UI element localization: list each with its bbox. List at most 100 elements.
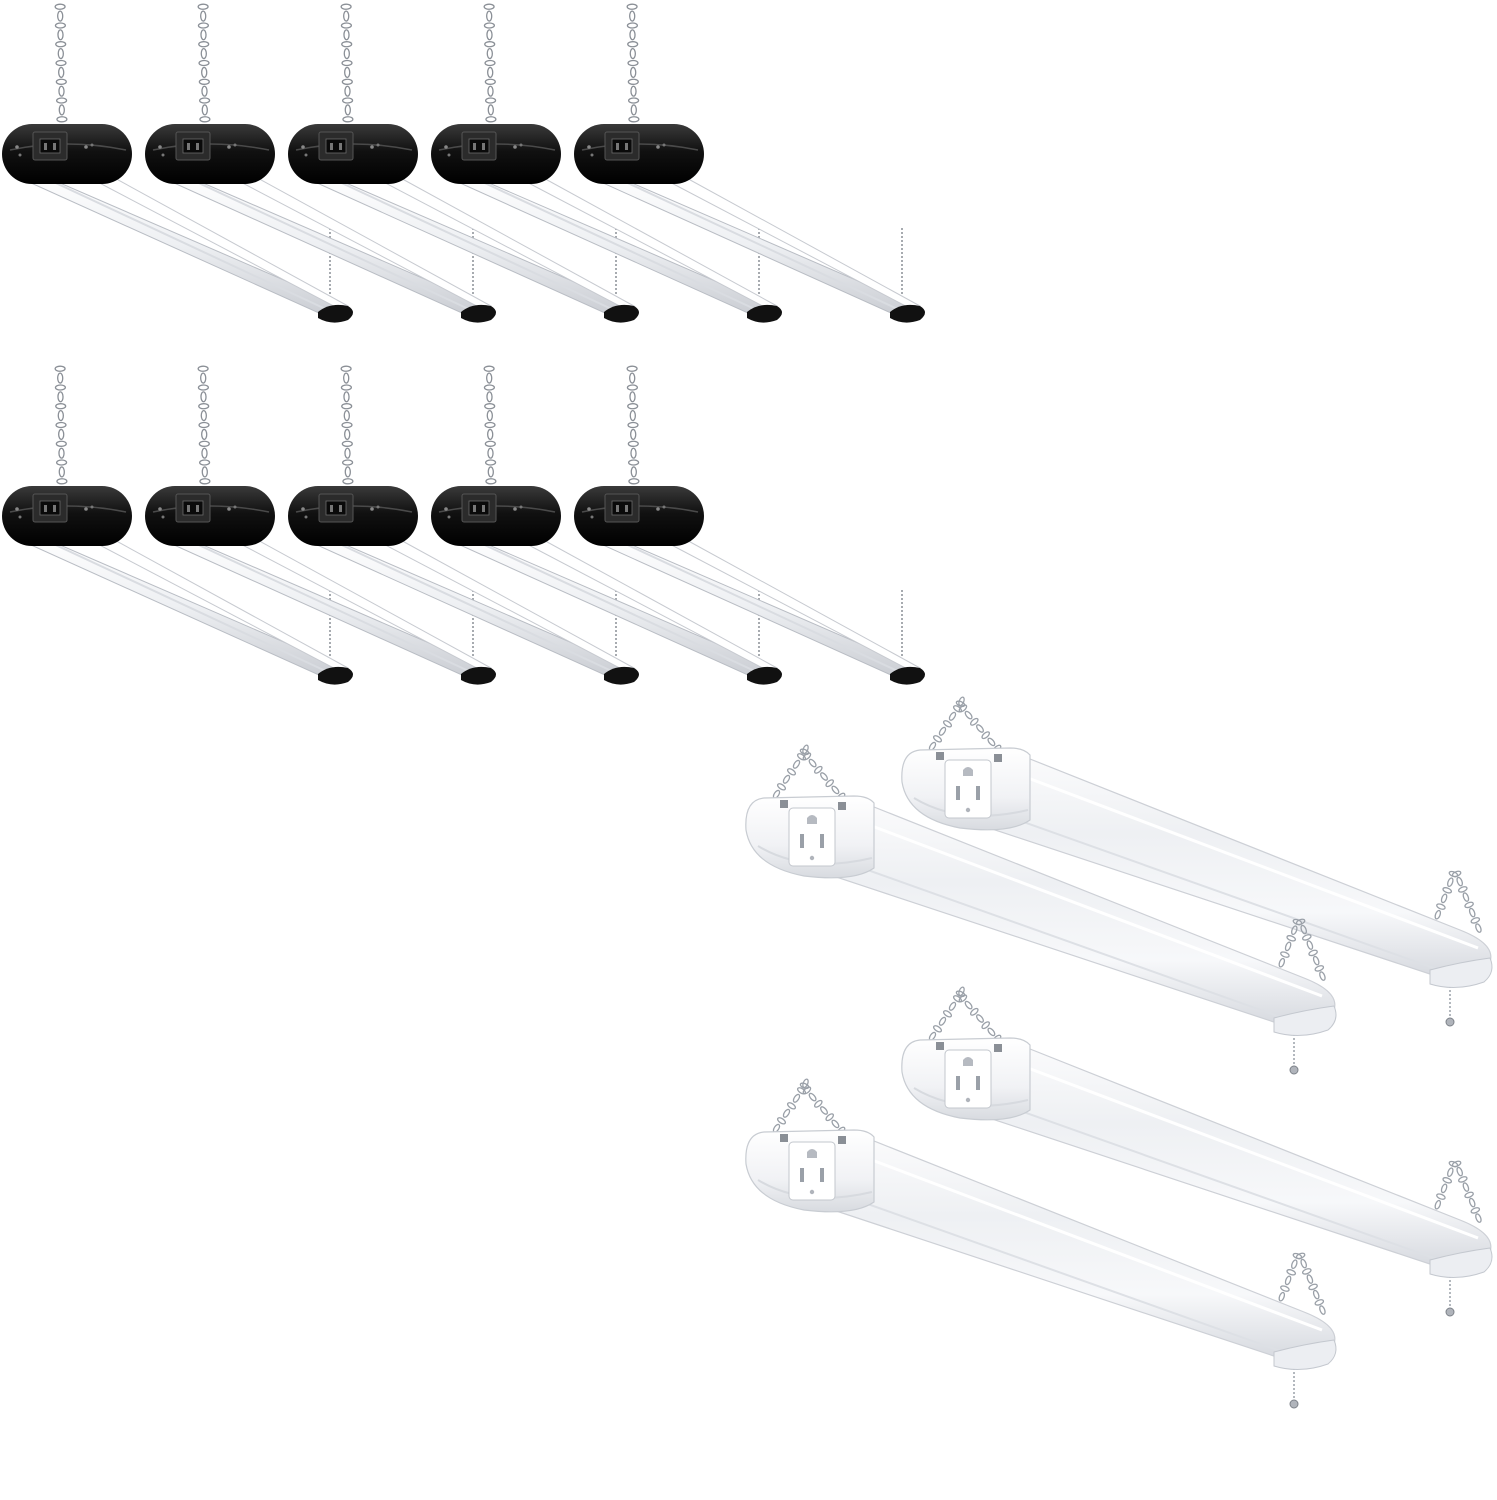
end-cap: [1273, 1005, 1337, 1036]
fixture-body: [792, 802, 1337, 1036]
end-cap: [1429, 1247, 1493, 1278]
fixture-housing: [145, 486, 275, 546]
black-shop-light: [431, 3, 782, 323]
three-prong-outlet-icon: [788, 807, 836, 867]
white-shop-light: [745, 744, 1337, 1075]
fixture-housing: [745, 795, 875, 879]
screw: [370, 507, 374, 511]
hanging-chain-icon: [955, 696, 966, 708]
screw: [447, 153, 451, 157]
black-shop-light: [431, 365, 782, 685]
three-prong-outlet-icon: [944, 1049, 992, 1109]
mount-tab: [936, 1042, 944, 1050]
screw: [233, 505, 237, 509]
hanging-chain-icon: [802, 752, 846, 801]
hanging-chain-icon: [802, 1086, 846, 1135]
fixture-lens: [305, 531, 635, 681]
mount-tab: [780, 800, 788, 808]
hanging-chain-icon: [772, 753, 807, 799]
hanging-chain-icon: [1451, 1160, 1482, 1223]
screw: [301, 145, 305, 149]
end-cap: [747, 304, 782, 323]
white-shop-light: [901, 986, 1493, 1317]
black-shop-light: [574, 365, 925, 685]
fixture-housing: [574, 124, 704, 184]
screw: [662, 143, 666, 147]
power-outlet-icon: [32, 493, 68, 523]
power-outlet-icon: [604, 131, 640, 161]
screw: [656, 145, 660, 149]
black-shop-light: [2, 3, 353, 323]
fixture-housing: [431, 124, 561, 184]
hanging-chain-icon: [799, 744, 810, 756]
screw: [227, 507, 231, 511]
hanging-chain-icon: [626, 365, 640, 485]
white-shop-light: [901, 696, 1493, 1027]
screw: [18, 153, 22, 157]
hanging-chain-icon: [928, 995, 963, 1041]
power-outlet-icon: [175, 493, 211, 523]
white-shop-light: [745, 1078, 1337, 1409]
hanging-chain-icon: [958, 704, 1002, 753]
fixture-lens: [448, 531, 778, 681]
screw: [90, 143, 94, 147]
fixture-lens: [448, 169, 778, 319]
black-fixture-grid: [2, 3, 925, 685]
mount-tab: [994, 1044, 1002, 1052]
mount-tab: [838, 1136, 846, 1144]
end-cap: [747, 666, 782, 685]
hanging-chain-icon: [483, 365, 497, 485]
screw: [513, 507, 517, 511]
hanging-chain-icon: [197, 365, 211, 485]
black-shop-light: [574, 3, 925, 323]
three-prong-outlet-icon: [944, 759, 992, 819]
power-outlet-icon: [318, 493, 354, 523]
hanging-chain-icon: [928, 705, 963, 751]
fixture-housing: [574, 486, 704, 546]
mount-tab: [936, 752, 944, 760]
hanging-chain-icon: [340, 3, 354, 123]
fixture-housing: [901, 747, 1031, 831]
screw: [519, 143, 523, 147]
power-outlet-icon: [461, 493, 497, 523]
end-cap: [890, 304, 925, 323]
black-shop-light: [288, 365, 639, 685]
hanging-chain-icon: [1295, 918, 1326, 981]
fixture-body: [948, 1044, 1493, 1278]
fixture-body: [792, 1136, 1337, 1370]
hanging-chain-icon: [799, 1078, 810, 1090]
screw: [90, 505, 94, 509]
fixture-housing: [2, 124, 132, 184]
screw: [15, 145, 19, 149]
screw: [301, 507, 305, 511]
end-cap: [318, 304, 353, 323]
mount-tab: [994, 754, 1002, 762]
power-outlet-icon: [175, 131, 211, 161]
three-prong-outlet-icon: [788, 1141, 836, 1201]
power-outlet-icon: [461, 131, 497, 161]
fixture-lens: [19, 169, 349, 319]
end-cap: [604, 666, 639, 685]
screw: [444, 507, 448, 511]
screw: [158, 507, 162, 511]
screw: [587, 145, 591, 149]
mount-tab: [838, 802, 846, 810]
screw: [161, 515, 165, 519]
white-fixture-group: [745, 696, 1493, 1409]
screw: [519, 505, 523, 509]
fixture-housing: [2, 486, 132, 546]
hanging-chain-icon: [54, 365, 68, 485]
fixture-housing: [431, 486, 561, 546]
screw: [84, 145, 88, 149]
black-shop-light: [145, 365, 496, 685]
mount-tab: [780, 1134, 788, 1142]
screw: [304, 515, 308, 519]
screw: [15, 507, 19, 511]
end-cap: [604, 304, 639, 323]
screw: [662, 505, 666, 509]
fixture-lens: [19, 531, 349, 681]
hanging-chain-icon: [340, 365, 354, 485]
end-cap: [461, 304, 496, 323]
end-cap: [318, 666, 353, 685]
